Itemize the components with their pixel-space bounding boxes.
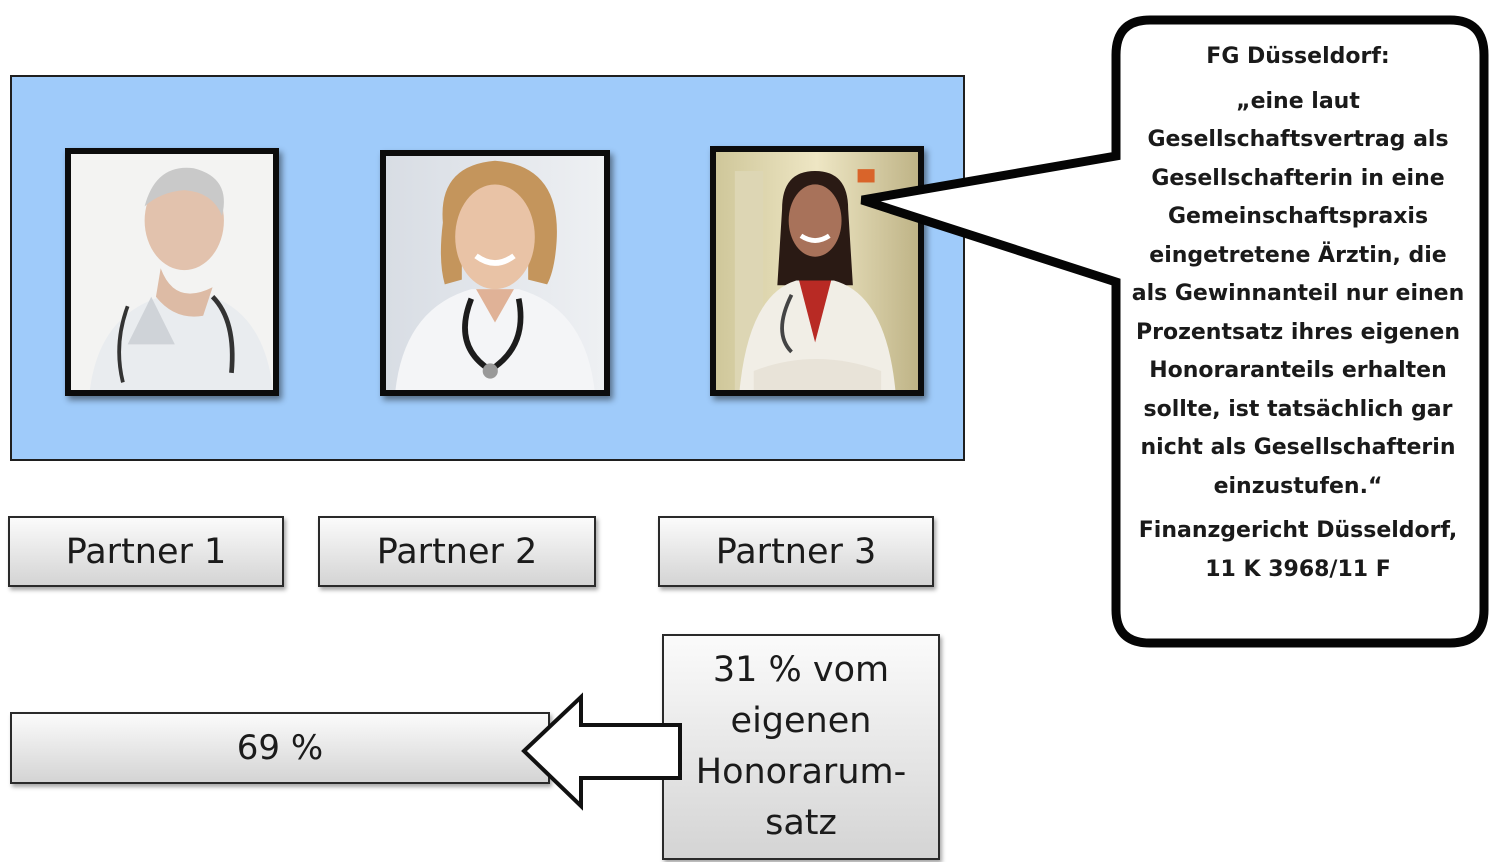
callout-source-case: 11 K 3968/11 F <box>1205 556 1391 582</box>
own-share-line-3: Honorarum- <box>695 752 907 792</box>
callout-heading: FG Düsseldorf: <box>1206 44 1390 69</box>
own-share-line-4: satz <box>765 803 837 843</box>
own-share-box: 31 % vom eigenen Honorarum- satz <box>662 634 940 860</box>
callout-quote: „eine laut Gesellschaftsvertrag als Gese… <box>1131 88 1465 499</box>
doctor-female-portrait-icon <box>386 156 604 390</box>
callout-source-court: Finanzgericht Düsseldorf, <box>1138 518 1458 543</box>
own-share-line-1: 31 % vom <box>712 650 890 690</box>
partner-3-box: Partner 3 <box>658 516 934 587</box>
doctor-female-portrait-icon <box>716 152 918 390</box>
callout-text: FG Düsseldorf: „eine laut Gesellschaftsv… <box>1128 38 1468 589</box>
photo-partner-1 <box>65 148 279 396</box>
photo-partner-3 <box>710 146 924 396</box>
doctor-male-portrait-icon <box>71 154 273 390</box>
partner-2-box: Partner 2 <box>318 516 596 587</box>
partner-1-box: Partner 1 <box>8 516 284 587</box>
own-share-line-2: eigenen <box>730 701 872 741</box>
photo-partner-2 <box>380 150 610 396</box>
share-69-box: 69 % <box>10 712 550 784</box>
speech-bubble-outline <box>860 15 1489 648</box>
